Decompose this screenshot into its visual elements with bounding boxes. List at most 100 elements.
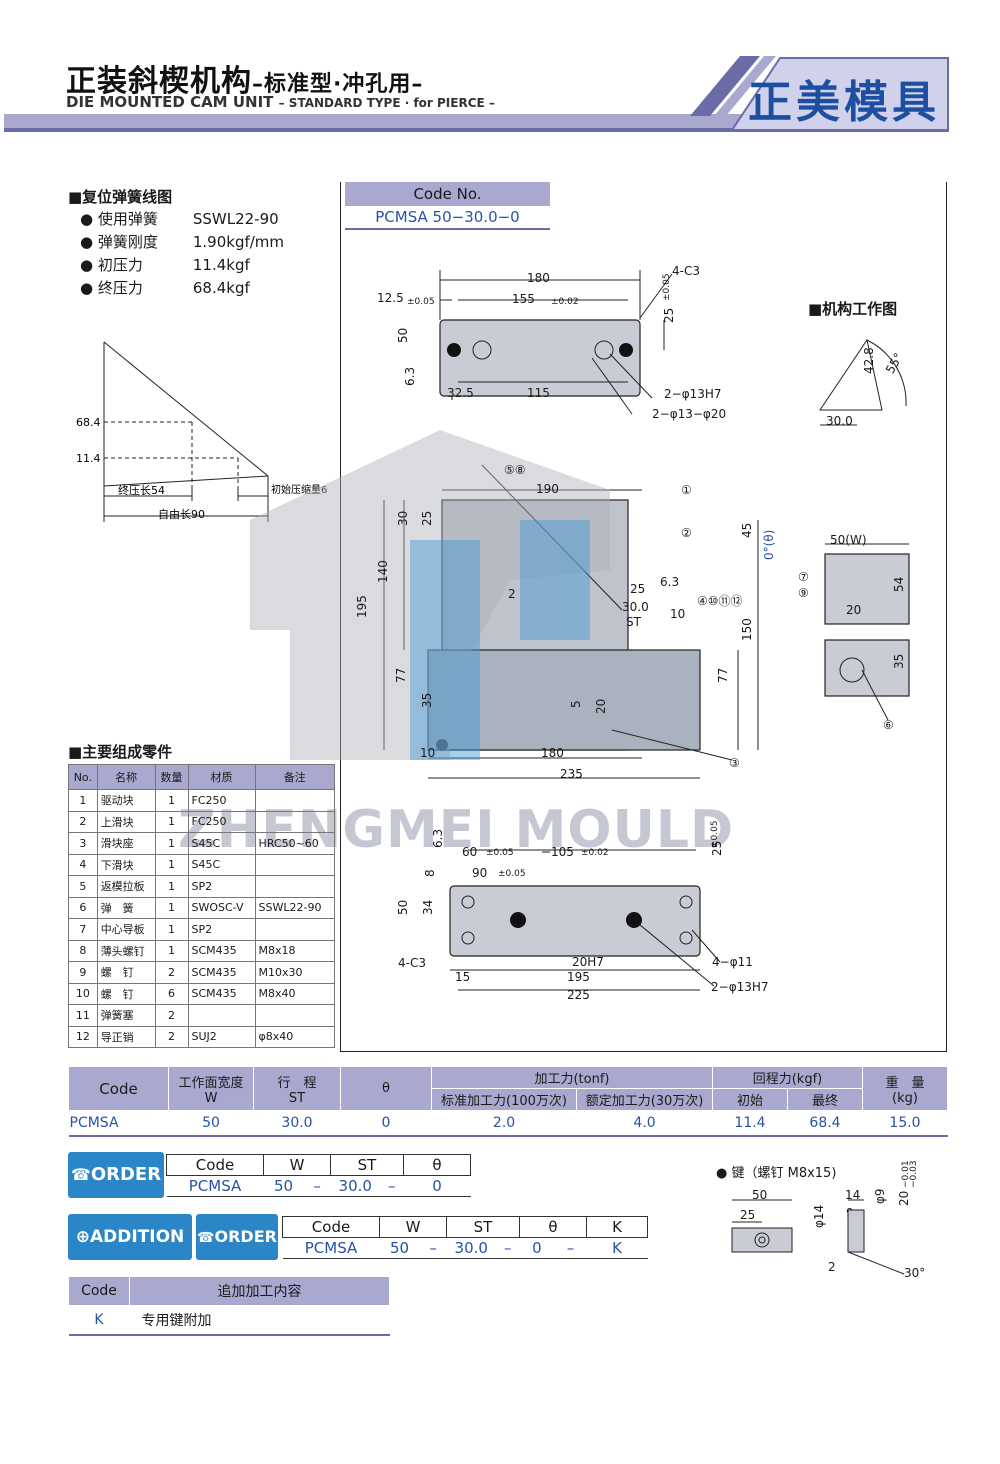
add-v-theta: 0 bbox=[519, 1237, 555, 1259]
spec-h-width-label: 工作面宽度 bbox=[178, 1075, 244, 1091]
order-code-table: Code W ST θ PCMSA 50 – 30.0 – 0 bbox=[166, 1154, 471, 1197]
title-en: DIE MOUNTED CAM UNIT bbox=[66, 93, 274, 111]
part-name: 螺 钉 bbox=[96, 982, 156, 1005]
part-no: 4 bbox=[68, 853, 98, 876]
spec-force-std: 2.0 bbox=[431, 1110, 577, 1137]
part-name: 滑块座 bbox=[96, 832, 156, 855]
part-qty: 2 bbox=[154, 961, 189, 984]
addt-h-content: 追加加工内容 bbox=[129, 1276, 390, 1306]
col-name: 名称 bbox=[96, 764, 156, 790]
spec-return-final: 68.4 bbox=[787, 1110, 863, 1137]
parts-section-title: ■主要组成零件 bbox=[68, 743, 173, 761]
addition-value-row: PCMSA 50 – 30.0 – 0 – K bbox=[282, 1237, 648, 1259]
code-no-header: Code No. bbox=[345, 182, 550, 206]
spec-subheader-row: 标准加工力(100万次) 额定加工力(30万次) 初始 最终 bbox=[69, 1088, 948, 1111]
col-qty: 数量 bbox=[154, 764, 189, 790]
hole-marker bbox=[626, 912, 642, 928]
part-remark bbox=[254, 810, 336, 833]
spec-h-stroke-sub: ST bbox=[288, 1090, 306, 1106]
part-remark bbox=[254, 875, 336, 898]
part-material bbox=[187, 1004, 256, 1027]
phone-icon: ☎ bbox=[70, 1165, 91, 1184]
addt-h-code: Code bbox=[68, 1276, 130, 1306]
part-qty: 2 bbox=[154, 1004, 189, 1027]
addt-code: K bbox=[68, 1305, 130, 1336]
page-title-en: DIE MOUNTED CAM UNIT – STANDARD TYPE · f… bbox=[66, 93, 495, 111]
part-name: 导正销 bbox=[96, 1025, 156, 1048]
order-v-theta: 0 bbox=[403, 1175, 471, 1197]
phone-icon: ☎ bbox=[197, 1230, 215, 1246]
technical-drawing bbox=[383, 270, 910, 991]
spec-row: PCMSA 50 30.0 0 2.0 4.0 11.4 68.4 15.0 bbox=[68, 1110, 948, 1137]
plus-icon: ⊕ bbox=[75, 1227, 90, 1247]
spec-width: 50 bbox=[168, 1110, 254, 1137]
add-h-st: ST bbox=[446, 1216, 520, 1238]
addition-order-label: ORDER bbox=[214, 1227, 277, 1246]
part-material: FC250 bbox=[187, 789, 256, 812]
part-no: 11 bbox=[68, 1004, 98, 1027]
spec-h-weight-sub: (kg) bbox=[892, 1090, 918, 1106]
part-material: SUJ2 bbox=[187, 1025, 256, 1048]
part-qty: 1 bbox=[154, 939, 189, 962]
spec-h-return-final: 最终 bbox=[787, 1088, 863, 1111]
page-title-cn: 正装斜楔机构–标准型·冲孔用– bbox=[66, 56, 423, 100]
part-qty: 1 bbox=[154, 810, 189, 833]
part-qty: 1 bbox=[154, 853, 189, 876]
spring-force-diagram: 68.4 11.4 终压长54 自由长90 初始压缩量6 bbox=[76, 341, 327, 522]
order-v-code: PCMSA bbox=[166, 1175, 264, 1197]
spring-section-title: ■复位弹簧线图 bbox=[68, 188, 173, 206]
mechanism-title: ■机构工作图 bbox=[808, 300, 898, 318]
add-h-theta: θ bbox=[519, 1216, 587, 1238]
order-h-code: Code bbox=[166, 1154, 264, 1176]
part-remark: M8x18 bbox=[254, 939, 336, 962]
part-no: 8 bbox=[68, 939, 98, 962]
add-v-st: 30.0 bbox=[446, 1237, 496, 1259]
part-remark: φ8x40 bbox=[254, 1025, 336, 1048]
subtitle-cn: –标准型·冲孔用– bbox=[252, 72, 424, 97]
addition-table-header: Code 追加加工内容 bbox=[68, 1276, 390, 1306]
part-no: 2 bbox=[68, 810, 98, 833]
spring-y-low: 11.4 bbox=[76, 452, 101, 465]
part-remark: M8x40 bbox=[254, 982, 336, 1005]
hole-marker bbox=[510, 912, 526, 928]
spring-y-high: 68.4 bbox=[76, 416, 101, 429]
spec-return-init: 11.4 bbox=[712, 1110, 788, 1137]
part-remark bbox=[254, 1004, 336, 1027]
part-name: 上滑块 bbox=[96, 810, 156, 833]
add-v-k: K bbox=[586, 1237, 648, 1259]
part-name: 薄头螺钉 bbox=[96, 939, 156, 962]
part-no: 1 bbox=[68, 789, 98, 812]
addition-button[interactable]: ⊕ADDITION bbox=[68, 1214, 192, 1260]
part-material: SP2 bbox=[187, 875, 256, 898]
part-material: SP2 bbox=[187, 918, 256, 941]
add-v-w: 50 bbox=[379, 1237, 420, 1259]
part-no: 12 bbox=[68, 1025, 98, 1048]
part-qty: 1 bbox=[154, 896, 189, 919]
add-h-k: K bbox=[586, 1216, 648, 1238]
part-name: 螺 钉 bbox=[96, 961, 156, 984]
order-button[interactable]: ☎ORDER bbox=[68, 1152, 164, 1198]
part-remark bbox=[254, 853, 336, 876]
addition-order-button[interactable]: ☎ORDER bbox=[196, 1214, 278, 1260]
key-drawing bbox=[731, 1199, 905, 1275]
part-remark: M10x30 bbox=[254, 961, 336, 984]
order-v-sep: – bbox=[303, 1175, 331, 1197]
spring-free-length: 自由长90 bbox=[158, 507, 205, 521]
add-h-w: W bbox=[379, 1216, 447, 1238]
part-no: 9 bbox=[68, 961, 98, 984]
hole-marker bbox=[619, 343, 633, 357]
part-qty: 2 bbox=[154, 1025, 189, 1048]
